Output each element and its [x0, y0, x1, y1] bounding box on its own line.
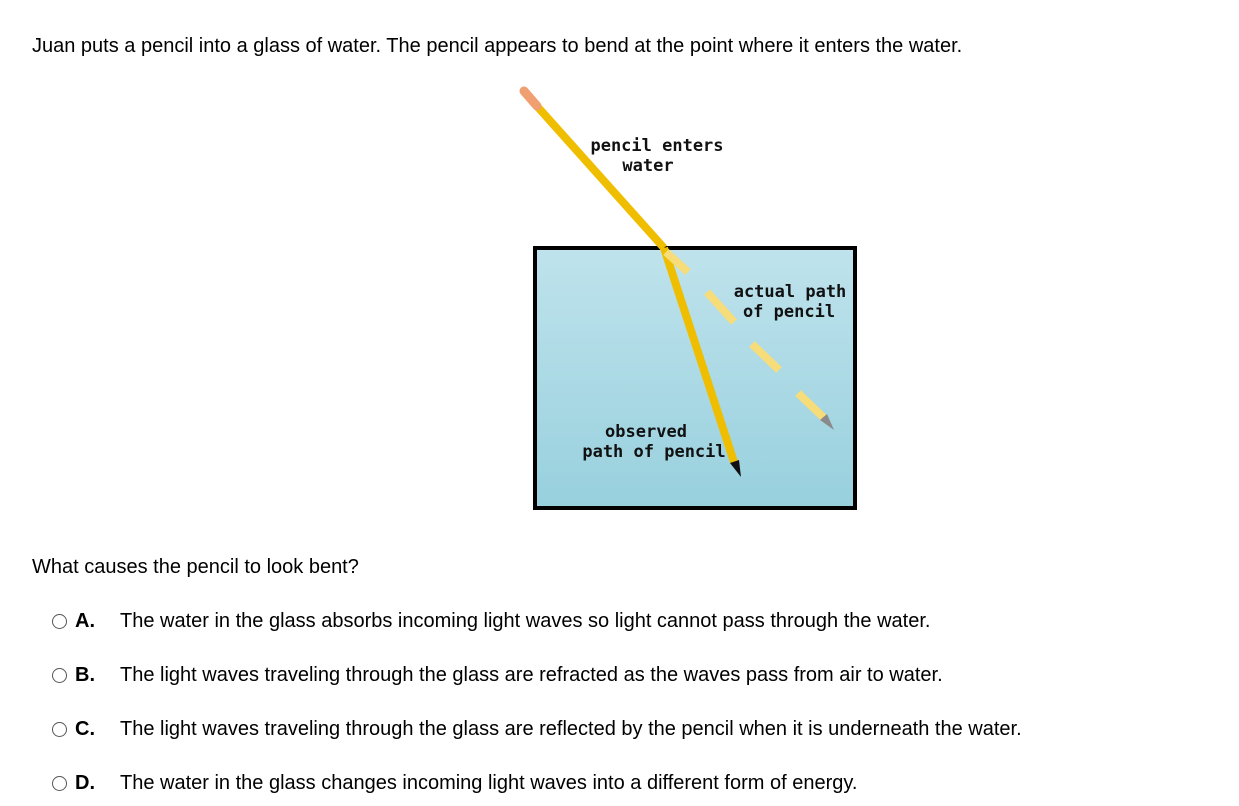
- choice-d[interactable]: D. The water in the glass changes incomi…: [52, 769, 857, 797]
- choice-a-text: The water in the glass absorbs incoming …: [120, 609, 931, 632]
- choice-c-text: The light waves traveling through the gl…: [120, 717, 1022, 740]
- pencil-actual-path-segment-4: [795, 390, 827, 421]
- choice-d-text: The water in the glass changes incoming …: [120, 771, 858, 794]
- label-observed-path-line1: observed: [605, 422, 687, 442]
- observed-pencil-tip: [730, 460, 741, 477]
- radio-a[interactable]: [52, 613, 67, 629]
- choice-b-text: The light waves traveling through the gl…: [120, 663, 943, 686]
- radio-d[interactable]: [52, 775, 67, 791]
- label-pencil-enters-line2: water: [622, 156, 673, 176]
- choice-b[interactable]: B. The light waves traveling through the…: [52, 661, 943, 689]
- pencil-eraser: [519, 86, 542, 111]
- pencil-observed-path: [660, 246, 738, 464]
- intro-text: Juan puts a pencil into a glass of water…: [32, 35, 963, 57]
- choice-c-letter: C.: [75, 717, 95, 740]
- choice-c[interactable]: C. The light waves traveling through the…: [52, 715, 1022, 743]
- question-text: What causes the pencil to look bent?: [32, 556, 359, 578]
- refraction-diagram: pencil enters water actual path of penci…: [519, 86, 857, 510]
- pencil-above-water: [524, 92, 667, 251]
- choice-d-letter: D.: [75, 771, 95, 794]
- water-glass: [533, 246, 857, 510]
- choice-a-letter: A.: [75, 609, 95, 632]
- label-actual-path-line2: of pencil: [743, 302, 835, 322]
- choice-b-letter: B.: [75, 663, 95, 686]
- label-observed-path-line2: path of pencil: [582, 442, 725, 462]
- pencil-actual-path-segment-2: [704, 289, 737, 325]
- actual-pencil-tip: [820, 414, 834, 430]
- radio-b[interactable]: [52, 667, 67, 683]
- choice-a[interactable]: A. The water in the glass absorbs incomi…: [52, 607, 930, 635]
- label-pencil-enters-line1: pencil enters: [590, 136, 723, 156]
- pencil-actual-path-segment-3: [749, 341, 782, 373]
- label-actual-path-line1: actual path: [734, 282, 847, 302]
- pencil-actual-path-segment-1: [663, 249, 691, 275]
- radio-c[interactable]: [52, 721, 67, 737]
